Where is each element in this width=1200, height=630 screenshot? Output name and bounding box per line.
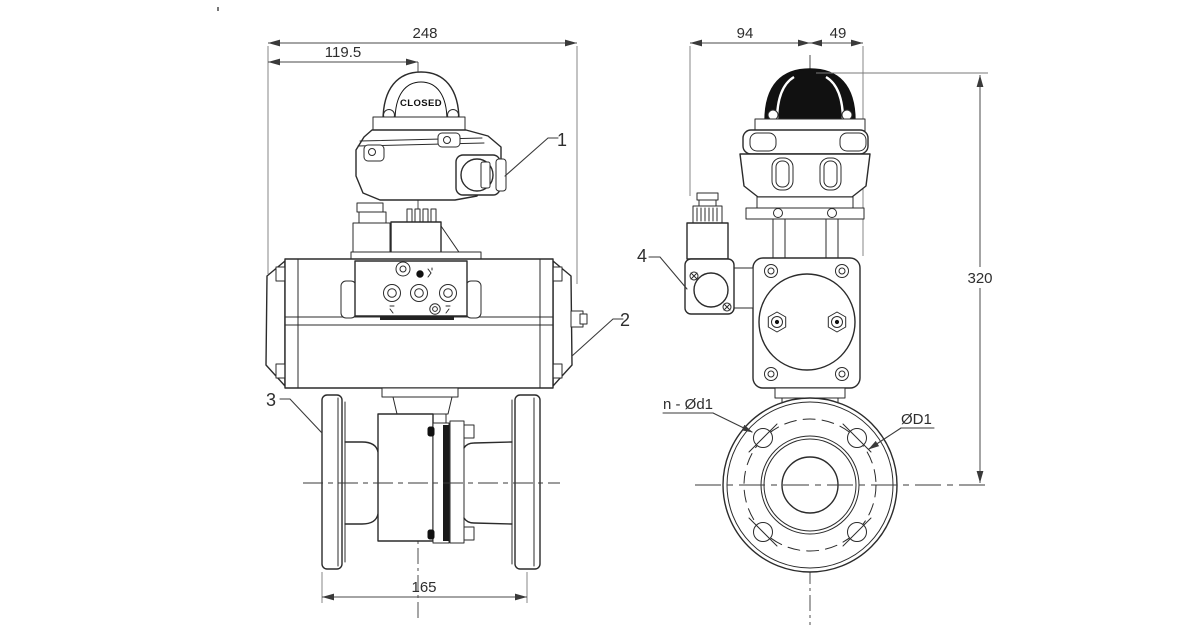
bolt-circle-callout: ØD1: [868, 411, 935, 450]
dim-face-to-face-value: 165: [411, 579, 436, 596]
dim-center-offset: 119.5: [268, 44, 418, 66]
dim-overall-height: 320: [816, 72, 999, 483]
limit-switch-box-side: [739, 129, 871, 259]
position-indicator-dome-side: [754, 68, 866, 132]
callout-valve-body: 3: [266, 390, 323, 434]
side-view: 94 49: [637, 25, 999, 625]
solenoid-valve: [684, 192, 754, 315]
dim-width-left: 94: [689, 25, 810, 196]
bolt-holes: [748, 423, 872, 547]
dim-overall-width-value: 248: [412, 25, 437, 42]
orientation-mark: [427, 267, 433, 278]
conduit-port: [455, 154, 507, 196]
flange-face-view: [695, 397, 988, 573]
bolt-holes-label: n - Ød1: [663, 396, 713, 413]
namur-interface-plate: [340, 260, 482, 320]
dome-indicator-label: CLOSED: [400, 98, 442, 109]
callout-limit-switch: 1: [504, 130, 567, 177]
ball-valve-front: [303, 387, 560, 570]
dim-center-offset-value: 119.5: [325, 44, 361, 61]
callout-4-label: 4: [637, 246, 647, 266]
shaft-bolt-right: [827, 311, 847, 333]
mounting-bracket-front: [350, 202, 482, 262]
bolt-holes-callout: n - Ød1: [662, 396, 753, 433]
callout-2-label: 2: [620, 310, 630, 330]
limit-switch-box: [355, 129, 507, 201]
callout-actuator: 2: [571, 310, 630, 357]
dim-overall-height-value: 320: [967, 270, 992, 287]
pneumatic-actuator-front: [265, 258, 588, 389]
right-flange: [514, 394, 541, 570]
left-flange: [321, 394, 343, 570]
dim-width-right-value: 49: [830, 25, 847, 42]
callout-1-label: 1: [557, 130, 567, 150]
dim-overall-width: 248: [267, 25, 578, 284]
shaft-bolt-left: [767, 311, 787, 333]
dim-width-left-value: 94: [737, 25, 754, 42]
artifact-speck: [217, 7, 219, 11]
callout-3-label: 3: [266, 390, 276, 410]
bolt-circle-label: ØD1: [901, 411, 932, 428]
dim-face-to-face: 165: [321, 572, 528, 603]
valve-center-body: [377, 413, 434, 542]
callout-solenoid: 4: [637, 246, 688, 290]
pneumatic-actuator-side: [752, 257, 861, 389]
front-view: 248 119.5 CLOSED: [265, 25, 630, 622]
